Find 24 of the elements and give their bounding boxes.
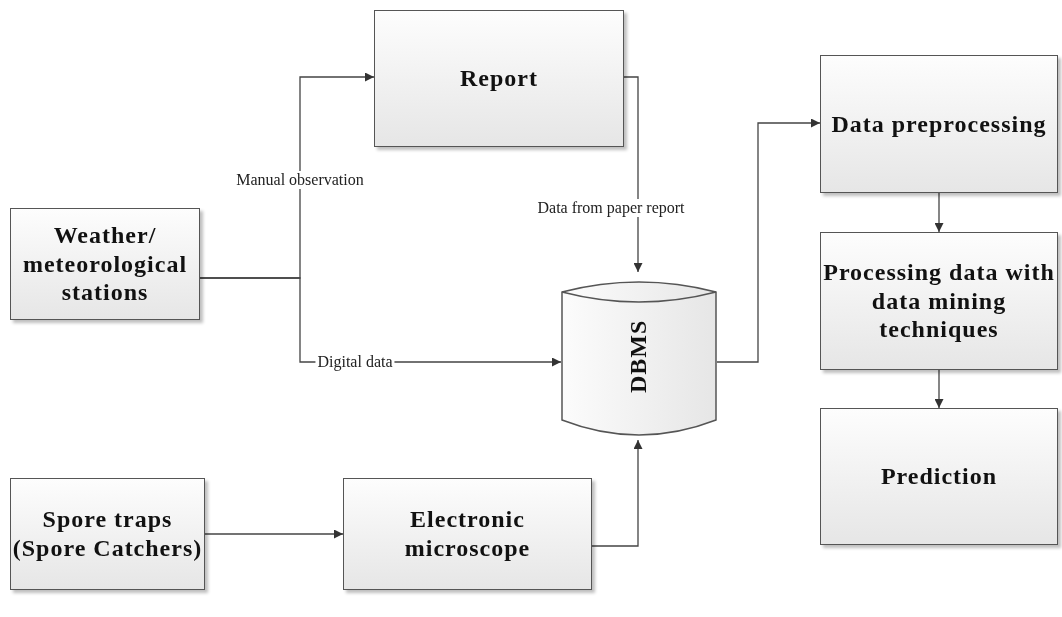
edge-label: Digital data — [315, 353, 395, 371]
arrow — [204, 529, 344, 539]
process-box — [343, 478, 592, 590]
process-box — [820, 232, 1058, 370]
process-box — [820, 55, 1058, 193]
process-box — [10, 478, 205, 590]
node-label: DBMS — [624, 319, 653, 393]
arrow — [934, 369, 944, 409]
arrow — [934, 192, 944, 233]
arrow — [591, 439, 643, 547]
node-label: Electronic microscope — [403, 505, 532, 563]
arrow — [623, 76, 643, 273]
node-label: Report — [460, 64, 538, 93]
node-label: Prediction — [880, 462, 998, 491]
node-label: Weather/ meteorological stations — [21, 220, 189, 308]
node-label: Data preprocessing — [831, 109, 1047, 139]
process-box — [820, 408, 1058, 545]
edge-label: Data from paper report — [535, 199, 687, 217]
process-box — [374, 10, 624, 147]
node-label: Processing data with data mining techniques — [822, 257, 1056, 345]
node-label: Spore traps (Spore Catchers) — [11, 505, 204, 563]
arrow — [716, 118, 821, 363]
edge-label: Manual observation — [234, 171, 366, 189]
process-box — [10, 208, 200, 320]
